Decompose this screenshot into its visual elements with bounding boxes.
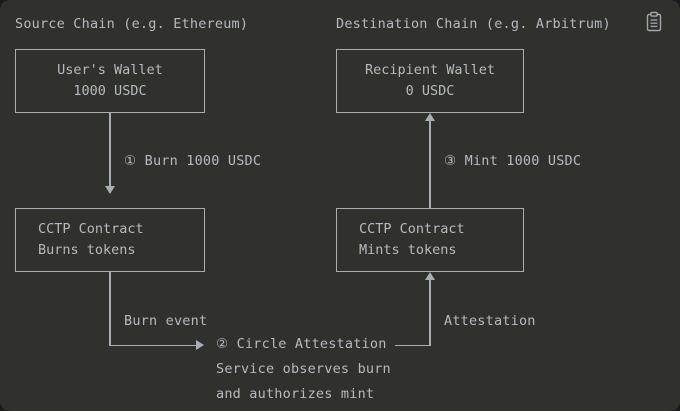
box-destination-wallet-line2: 0 USDC [405,83,455,99]
box-source-wallet-line1: User's Wallet [57,62,163,78]
box-source-contract-line1: CCTP Contract [38,221,144,237]
edge-mint-arrowhead [425,113,435,121]
box-source-wallet[interactable]: User's Wallet 1000 USDC [15,49,205,113]
edge-attestation-label: Attestation [444,313,536,329]
source-chain-title: Source Chain (e.g. Ethereum) [15,16,249,32]
edge-burn-event-hline [109,344,197,346]
edge-burn-arrowhead [105,186,115,194]
clipboard-icon-glyph [646,11,662,32]
edge-burn-event-arrowhead [196,340,204,350]
edge-burn-line [109,113,111,188]
box-source-wallet-line2: 1000 USDC [73,83,147,99]
edge-burn-event-label: Burn event [124,313,208,329]
edge-attestation-vline [429,280,431,345]
edge-attestation-arrowhead [425,272,435,280]
edge-attestation-hline [395,344,431,346]
edge-mint-line [429,121,431,208]
box-destination-contract-line2: Mints tokens [359,242,457,258]
attestation-note-line2: Service observes burn [216,361,391,377]
destination-chain-title: Destination Chain (e.g. Arbitrum) [336,16,611,32]
edge-burn-event-vline [109,272,111,346]
box-destination-wallet-line1: Recipient Wallet [364,62,496,78]
edge-burn-label: ① Burn 1000 USDC [124,153,262,169]
box-destination-contract[interactable]: CCTP Contract Mints tokens [336,208,524,272]
clipboard-icon[interactable] [644,11,664,33]
attestation-note-line3: and authorizes mint [216,386,375,402]
attestation-note-line1: ② Circle Attestation [216,336,387,352]
box-destination-contract-line1: CCTP Contract [359,221,465,237]
box-source-contract[interactable]: CCTP Contract Burns tokens [15,208,205,272]
box-source-contract-line2: Burns tokens [38,242,136,258]
edge-mint-label: ③ Mint 1000 USDC [444,153,582,169]
box-destination-wallet[interactable]: Recipient Wallet 0 USDC [336,49,524,113]
